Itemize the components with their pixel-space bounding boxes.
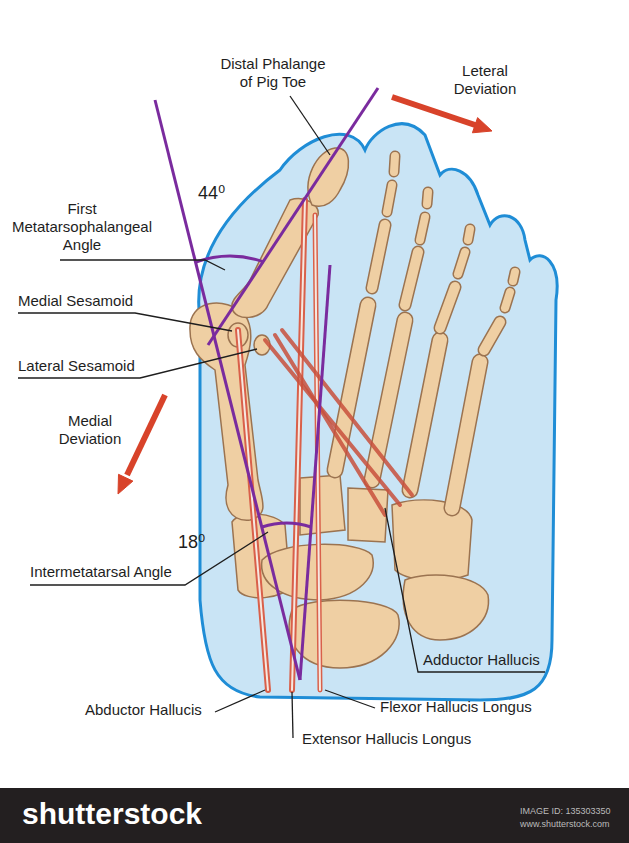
foot-outline: [199, 124, 557, 700]
watermark-logo: shutterstock: [22, 797, 202, 831]
angle-lines: [155, 88, 378, 680]
watermark-text: www.shutterstock.com: [520, 819, 610, 830]
tendons: [238, 200, 412, 690]
muscle-label: Extensor Hallucis Longus: [302, 730, 471, 748]
muscle-label: Abductor Hallucis: [85, 701, 202, 719]
angle-value: 18⁰: [178, 531, 205, 553]
direction-label: Medial Deviation: [50, 412, 130, 448]
angle-label: Intermetatarsal Angle: [30, 563, 172, 581]
part-label: Medial Sesamoid: [18, 292, 133, 310]
watermark-bar: [0, 788, 629, 843]
direction-label: Leteral Deviation: [440, 62, 530, 98]
watermark-text: IMAGE ID: 135303350: [520, 806, 611, 817]
deviation-arrows: [118, 97, 492, 494]
part-label: Lateral Sesamoid: [18, 357, 135, 375]
muscle-label: Flexor Hallucis Longus: [380, 698, 532, 716]
muscle-label: Adductor Hallucis: [420, 651, 543, 669]
angle-value: 44⁰: [198, 182, 225, 204]
part-label: Distal Phalange of Pig Toe: [215, 55, 331, 91]
leader-lines: [18, 96, 545, 738]
angle-label: First Metatarsophalangeal Angle: [6, 200, 158, 254]
lesser-toe-bones: [335, 156, 515, 508]
